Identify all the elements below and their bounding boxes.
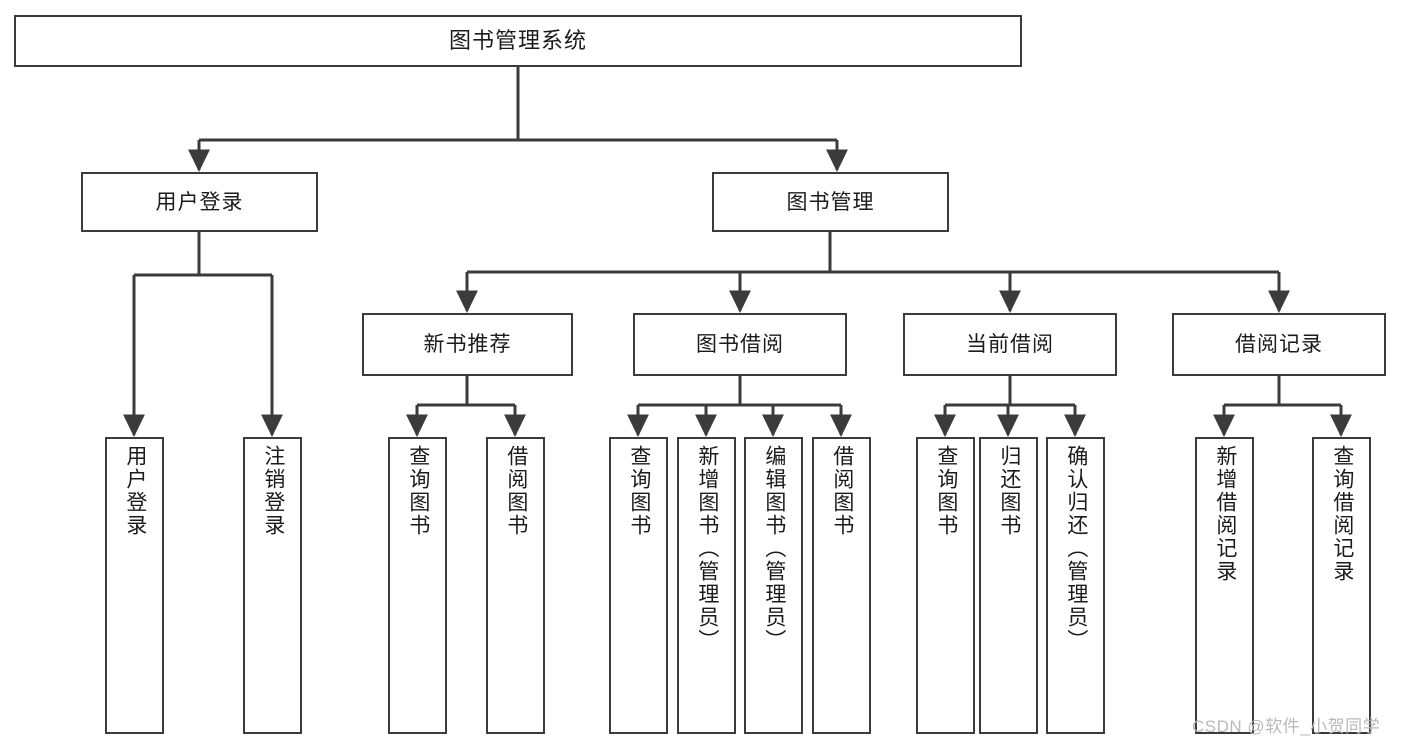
node-leaf-edit-book-label: 编辑图书（管理员） (762, 445, 786, 652)
node-leaf-query-book-1[interactable]: 查询图书 (388, 437, 447, 734)
node-leaf-query-book-3-label: 查询图书 (934, 445, 958, 537)
node-leaf-edit-book[interactable]: 编辑图书（管理员） (744, 437, 803, 734)
node-user-login[interactable]: 用户登录 (81, 172, 318, 232)
node-leaf-query-book-1-label: 查询图书 (406, 445, 430, 537)
node-leaf-return-book-label: 归还图书 (997, 445, 1021, 537)
node-new-book-recommend-label: 新书推荐 (423, 333, 512, 356)
node-root-label: 图书管理系统 (448, 28, 587, 53)
node-leaf-user-login[interactable]: 用户登录 (105, 437, 164, 734)
node-user-login-label: 用户登录 (155, 190, 244, 214)
node-leaf-query-record-label: 查询借阅记录 (1330, 445, 1354, 583)
node-current-borrow-label: 当前借阅 (966, 333, 1054, 356)
node-leaf-borrow-book-1-label: 借阅图书 (504, 445, 528, 537)
node-leaf-query-record[interactable]: 查询借阅记录 (1312, 437, 1371, 734)
node-leaf-add-book[interactable]: 新增图书（管理员） (677, 437, 736, 734)
node-borrow-record-label: 借阅记录 (1235, 333, 1323, 356)
node-leaf-return-book[interactable]: 归还图书 (979, 437, 1038, 734)
node-leaf-query-book-2-label: 查询图书 (627, 445, 651, 537)
node-leaf-user-login-label: 用户登录 (123, 445, 147, 537)
node-leaf-add-book-label: 新增图书（管理员） (695, 445, 719, 652)
node-leaf-borrow-book-1[interactable]: 借阅图书 (486, 437, 545, 734)
node-book-manage[interactable]: 图书管理 (712, 172, 949, 232)
node-leaf-user-logout[interactable]: 注销登录 (243, 437, 302, 734)
node-leaf-add-record-label: 新增借阅记录 (1213, 445, 1237, 583)
node-book-manage-label: 图书管理 (786, 190, 875, 214)
node-leaf-query-book-3[interactable]: 查询图书 (916, 437, 975, 734)
watermark: CSDN @软件_小贺同学 (1192, 717, 1381, 736)
node-leaf-borrow-book-2-label: 借阅图书 (830, 445, 854, 537)
node-leaf-add-record[interactable]: 新增借阅记录 (1195, 437, 1254, 734)
node-root[interactable]: 图书管理系统 (14, 15, 1022, 67)
node-leaf-user-logout-label: 注销登录 (261, 445, 285, 537)
node-book-borrow[interactable]: 图书借阅 (633, 313, 847, 376)
node-borrow-record[interactable]: 借阅记录 (1172, 313, 1386, 376)
node-leaf-borrow-book-2[interactable]: 借阅图书 (812, 437, 871, 734)
node-leaf-confirm-return-label: 确认归还（管理员） (1064, 445, 1088, 652)
node-current-borrow[interactable]: 当前借阅 (903, 313, 1117, 376)
node-new-book-recommend[interactable]: 新书推荐 (362, 313, 573, 376)
node-leaf-confirm-return[interactable]: 确认归还（管理员） (1046, 437, 1105, 734)
node-leaf-query-book-2[interactable]: 查询图书 (609, 437, 668, 734)
node-book-borrow-label: 图书借阅 (696, 333, 784, 356)
